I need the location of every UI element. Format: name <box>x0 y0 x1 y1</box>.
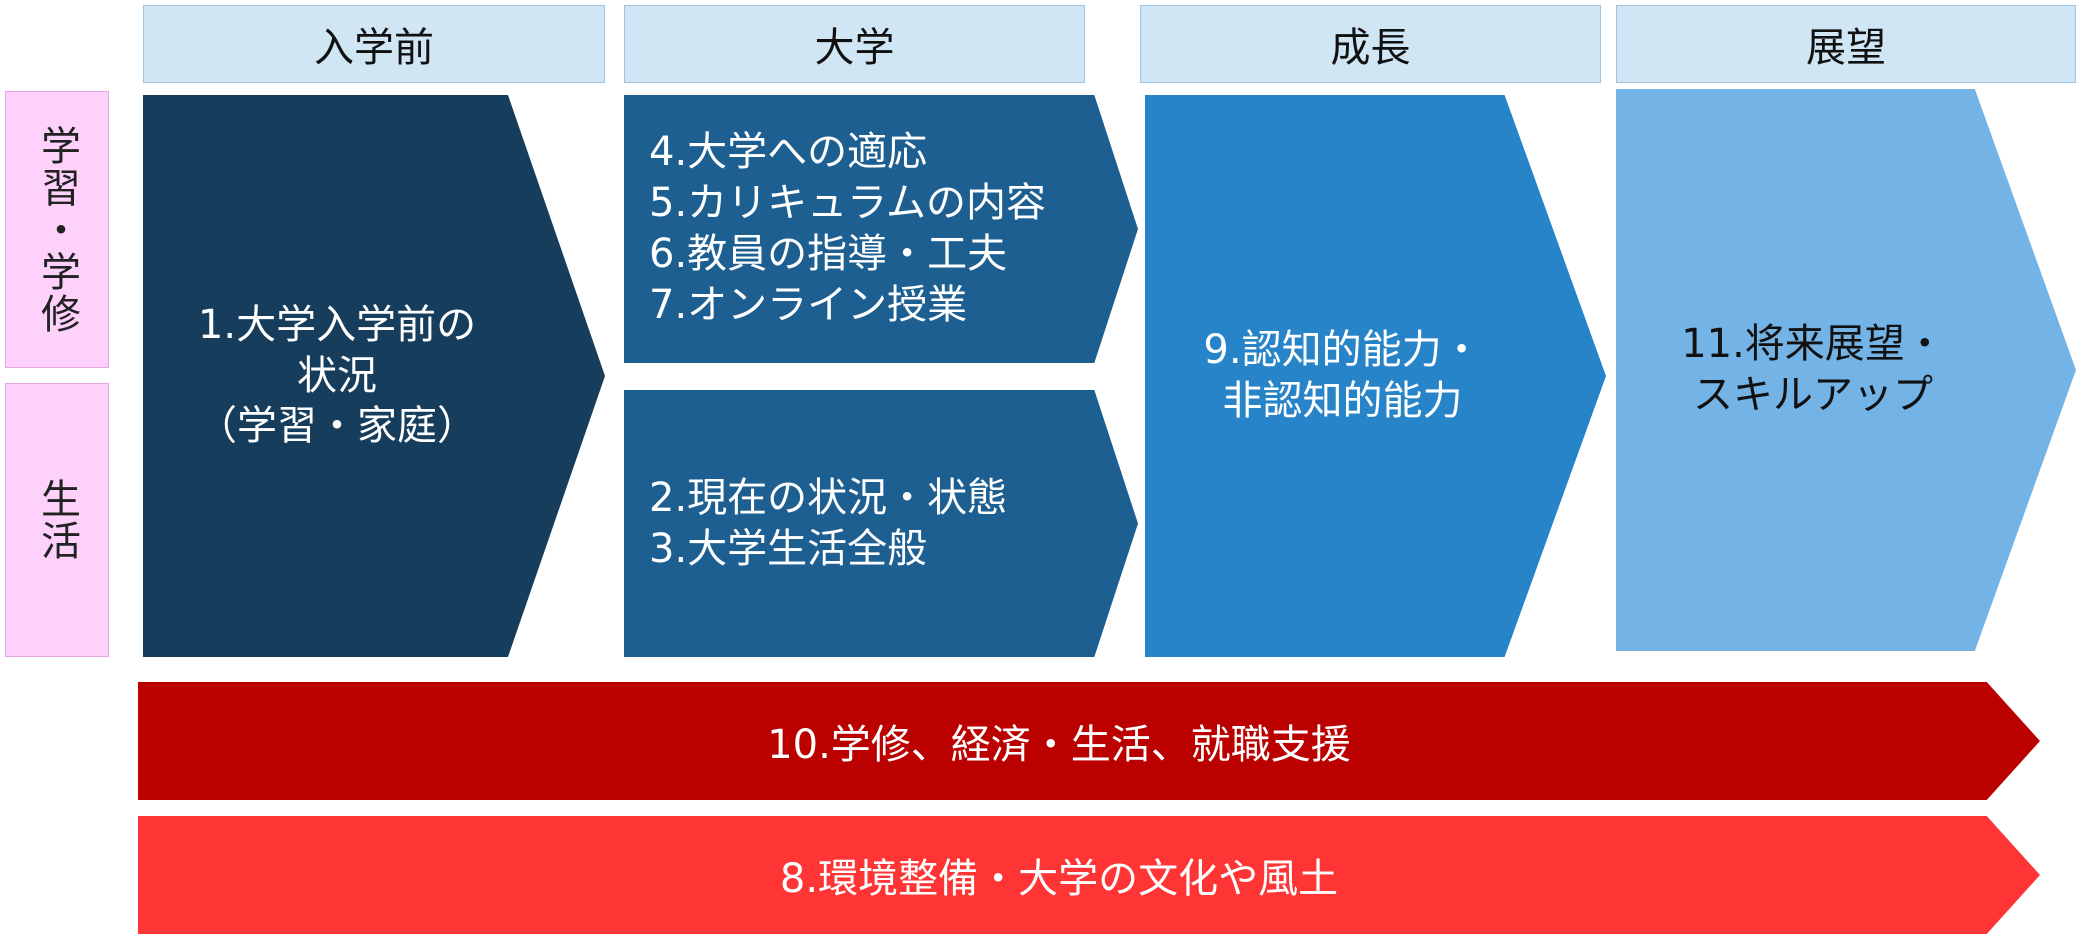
phase-header-university: 大学 <box>624 5 1085 83</box>
university-study-line: 4.大学への適応 <box>649 129 928 176</box>
environment-band: 8.環境整備・大学の文化や風土 <box>138 816 2040 934</box>
university-study-line: 5.カリキュラムの内容 <box>649 180 1046 227</box>
phase-header-pre-entry: 入学前 <box>143 5 605 83</box>
outlook-chevron: 11.将来展望・ スキルアップ <box>1616 89 2076 651</box>
university-life-chevron: 2.現在の状況・状態 3.大学生活全般 <box>624 390 1138 657</box>
phase-header-growth: 成長 <box>1140 5 1601 83</box>
growth-chevron: 9.認知的能力・ 非認知的能力 <box>1145 95 1606 657</box>
university-life-text: 2.現在の状況・状態 3.大学生活全般 <box>649 473 1007 575</box>
pre-entry-line: （学習・家庭） <box>197 403 477 450</box>
support-band-label: 10.学修、経済・生活、就職支援 <box>767 722 1351 768</box>
pre-entry-chevron: 1.大学入学前の 状況 （学習・家庭） <box>143 95 605 657</box>
pre-entry-text: 1.大学入学前の 状況 （学習・家庭） <box>197 300 477 452</box>
outlook-text: 11.将来展望・ スキルアップ <box>1681 319 1945 421</box>
university-life-line: 2.現在の状況・状態 <box>649 474 1008 521</box>
university-study-line: 6.教員の指導・工夫 <box>649 231 1008 277</box>
university-study-line: 7.オンライン授業 <box>649 281 968 328</box>
pre-entry-line: 状況 <box>297 352 377 399</box>
outlook-line: スキルアップ <box>1693 372 1933 418</box>
university-study-chevron: 4.大学への適応 5.カリキュラムの内容 6.教員の指導・工夫 7.オンライン授… <box>624 95 1138 363</box>
environment-band-label: 8.環境整備・大学の文化や風土 <box>779 856 1339 902</box>
growth-line: 9.認知的能力・ <box>1203 327 1482 374</box>
phase-header-outlook: 展望 <box>1616 5 2076 83</box>
pre-entry-line: 1.大学入学前の <box>197 301 477 348</box>
outlook-line: 11.将来展望・ <box>1681 321 1945 368</box>
row-label-study: 学習・学修 <box>5 91 109 368</box>
support-band: 10.学修、経済・生活、就職支援 <box>138 682 2040 800</box>
row-label-life: 生活 <box>5 383 109 657</box>
growth-line: 非認知的能力 <box>1222 378 1463 424</box>
university-study-text: 4.大学への適応 5.カリキュラムの内容 6.教員の指導・工夫 7.オンライン授… <box>649 127 1046 330</box>
university-life-line: 3.大学生活全般 <box>649 525 928 572</box>
growth-text: 9.認知的能力・ 非認知的能力 <box>1203 325 1481 427</box>
